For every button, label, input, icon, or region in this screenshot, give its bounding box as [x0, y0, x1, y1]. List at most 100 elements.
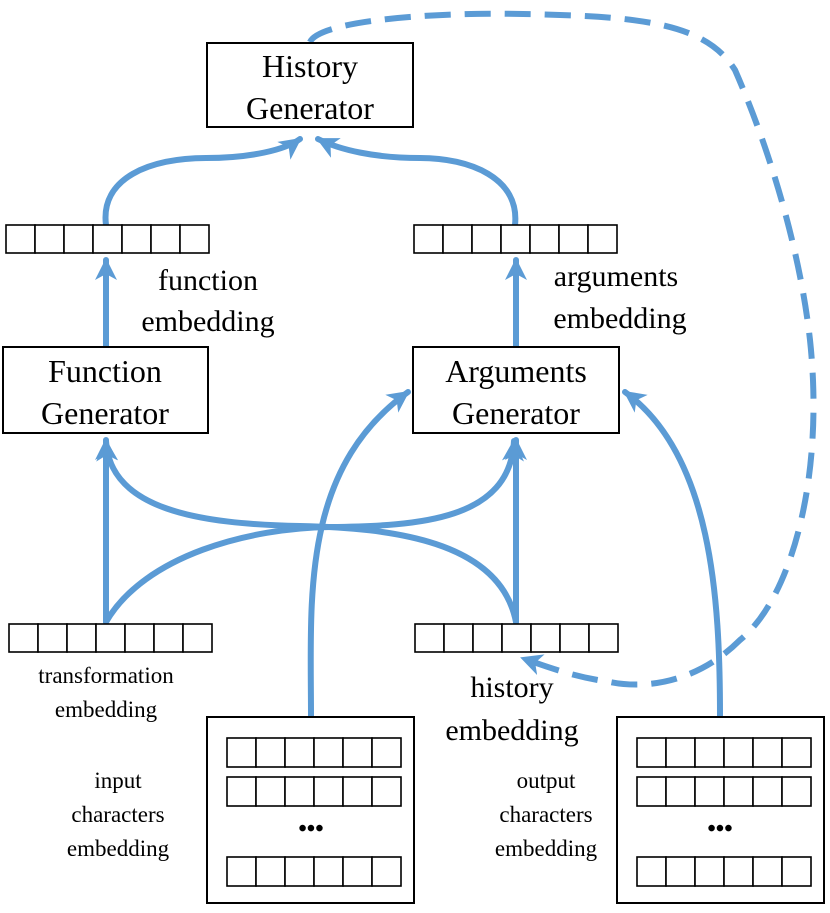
arguments-generator-box: Arguments Generator [412, 346, 620, 434]
embedding-cell [371, 737, 402, 768]
embedding-cell [342, 737, 373, 768]
embedding-cell [153, 623, 184, 653]
history-embedding-label: history embedding [445, 671, 578, 747]
embedding-cell [636, 737, 667, 768]
function-generator-label-line2: Generator [41, 395, 169, 431]
output-character-row [636, 737, 812, 768]
function-generator-label-line1: Function [48, 353, 162, 389]
embedding-cell [694, 856, 725, 887]
embedding-cell [636, 776, 667, 807]
function-embedding-vector [5, 224, 210, 254]
output-characters-embedding-label: output characters embedding [495, 768, 598, 861]
arguments-generator-label-line2: Generator [452, 395, 580, 431]
embedding-cell [443, 623, 474, 653]
embedding-cell [665, 776, 696, 807]
function-generator-box: Function Generator [2, 346, 209, 434]
arrow-history-to-function-generator [96, 438, 519, 625]
input-characters-stack: ••• [206, 716, 415, 904]
embedding-cell [5, 224, 36, 254]
embedding-cell [226, 776, 257, 807]
arrow-input-characters-to-arguments-generator [307, 389, 411, 719]
embedding-cell [781, 737, 812, 768]
embedding-cell [255, 856, 286, 887]
input-characters-label-line1: input [94, 768, 142, 793]
arrow-function-embedding-to-history [102, 136, 303, 228]
output-character-row [636, 776, 812, 807]
embedding-cell [63, 224, 94, 254]
embedding-cell [665, 856, 696, 887]
embedding-cell [255, 737, 286, 768]
embedding-cell [255, 776, 286, 807]
output-characters-label-line3: embedding [495, 836, 598, 861]
embedding-cell [530, 623, 561, 653]
history-embedding-vector [414, 623, 619, 653]
embedding-cell [313, 856, 344, 887]
embedding-cell [501, 623, 532, 653]
embedding-cell [694, 737, 725, 768]
embedding-cell [313, 776, 344, 807]
output-characters-label-line1: output [517, 768, 576, 793]
embedding-cell [150, 224, 181, 254]
embedding-cell [92, 224, 123, 254]
embedding-cell [752, 776, 783, 807]
arrow-history-generator-to-history-embedding-dashed [307, 10, 817, 688]
embedding-cell [723, 776, 754, 807]
embedding-cell [226, 737, 257, 768]
embedding-cell [723, 737, 754, 768]
input-character-row [226, 737, 402, 768]
embedding-cell [342, 776, 373, 807]
output-character-row [636, 856, 812, 887]
embedding-cell [371, 776, 402, 807]
history-generator-label-line2: Generator [246, 90, 374, 126]
embedding-cell [313, 737, 344, 768]
embedding-cell [559, 623, 590, 653]
embedding-cell [284, 776, 315, 807]
embedding-cell [472, 623, 503, 653]
function-embedding-label-line1: function [158, 264, 258, 297]
embedding-cell [342, 856, 373, 887]
embedding-cell [665, 737, 696, 768]
output-characters-stack: ••• [616, 716, 825, 904]
input-characters-embedding-label: input characters embedding [67, 768, 170, 861]
history-embedding-label-line1: history [470, 671, 553, 704]
input-characters-label-line3: embedding [67, 836, 170, 861]
embedding-cell [752, 737, 783, 768]
history-generator-rect [206, 42, 414, 128]
history-embedding-label-line2: embedding [445, 714, 578, 747]
embedding-cell [636, 856, 667, 887]
arguments-generator-rect [412, 346, 620, 434]
arguments-embedding-label-line2: embedding [553, 302, 686, 335]
input-character-row [226, 856, 402, 887]
embedding-cell [500, 224, 531, 254]
embedding-cell [442, 224, 473, 254]
flow-arrows [95, 10, 817, 719]
output-characters-label-line2: characters [499, 802, 592, 827]
embedding-cell [371, 856, 402, 887]
embedding-cell [95, 623, 126, 653]
embedding-cell [37, 623, 68, 653]
embedding-cell [124, 623, 155, 653]
transformation-embedding-vector [8, 623, 213, 653]
embedding-cell [226, 856, 257, 887]
input-character-row [226, 776, 402, 807]
embedding-cell [414, 623, 445, 653]
embedding-cell [182, 623, 213, 653]
embedding-cell [34, 224, 65, 254]
input-characters-label-line2: characters [71, 802, 164, 827]
arrow-arguments-embedding-to-history [315, 136, 519, 228]
embedding-cell [471, 224, 502, 254]
embedding-cell [121, 224, 152, 254]
function-generator-rect [2, 346, 209, 434]
arguments-embedding-label-line1: arguments [554, 260, 678, 293]
arguments-embedding-vector [413, 224, 618, 254]
arguments-embedding-label: arguments embedding [553, 260, 686, 335]
history-generator-box: History Generator [206, 42, 414, 128]
embedding-cell [413, 224, 444, 254]
embedding-cell [588, 623, 619, 653]
embedding-cell [723, 856, 754, 887]
embedding-cell [752, 856, 783, 887]
embedding-cell [66, 623, 97, 653]
transformation-embedding-label-line2: embedding [55, 697, 158, 722]
transformation-embedding-label: transformation embedding [38, 663, 174, 722]
embedding-cell [284, 737, 315, 768]
